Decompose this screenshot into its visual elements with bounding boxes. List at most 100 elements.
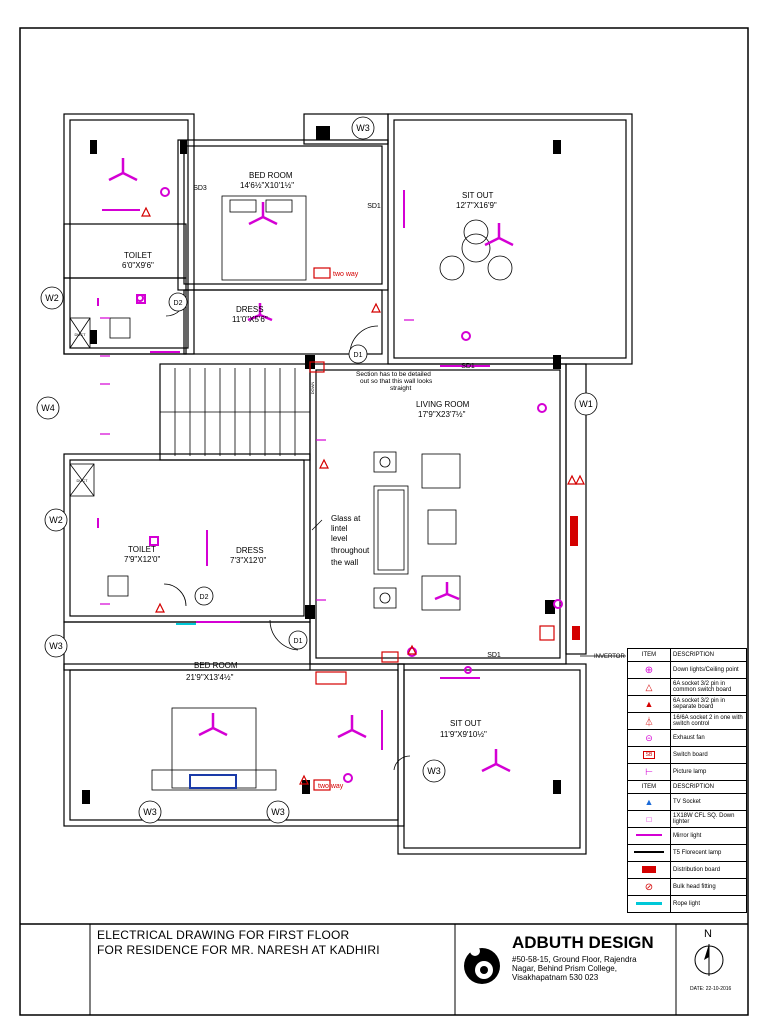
legend-header-desc: DESCRIPTION (670, 780, 747, 794)
legend-row: 1X18W CFL SQ. Down lighter (670, 810, 747, 828)
legend-row: 6A socket 3/2 pin in separate board (670, 695, 747, 713)
downlight-icon: ⊕ (627, 661, 671, 679)
window-tags (36, 116, 598, 824)
legend-row: Picture lamp (670, 763, 747, 781)
distribution-board-icon (627, 861, 671, 879)
door-tag: SD3 (193, 185, 207, 192)
legend-row: 16/6A socket 2 in one with switch contro… (670, 712, 747, 730)
room-label: LIVING ROOM (416, 400, 470, 409)
ceiling-fan-icon (108, 158, 514, 773)
socket-common-icon: △ (627, 678, 671, 696)
furniture (69, 195, 513, 791)
room-label: SIT OUT (450, 719, 482, 728)
door-tag: SD1 (461, 363, 475, 370)
note-text: lintel (331, 524, 348, 533)
legend-row: TV Socket (670, 793, 747, 811)
picture-lamp-icon: ⊢ (627, 763, 671, 781)
north-arrow-icon (694, 944, 724, 976)
room-label: TOILET (124, 251, 152, 260)
room-label: BED ROOM (249, 171, 293, 180)
doors (163, 295, 411, 771)
switch-note: two way (318, 783, 344, 790)
legend-row: Distribution board (670, 861, 747, 879)
legend-row: 6A socket 3/2 pin in common switch board (670, 678, 747, 696)
company-name: ADBUTH DESIGN (512, 933, 654, 952)
room-size: 7'3"X12'0" (230, 556, 266, 565)
title-line: FOR RESIDENCE FOR MR. NARESH AT KADHIRI (97, 943, 380, 957)
legend-row: Bulk head fitting (670, 878, 747, 896)
tv-socket-icon: ▲ (627, 793, 671, 811)
window-tag: W3 (143, 807, 157, 817)
room-label: DRESS (236, 305, 264, 314)
title-line: ELECTRICAL DRAWING FOR FIRST FLOOR (97, 928, 350, 942)
window-tag: W1 (579, 399, 593, 409)
window-tag: W3 (356, 123, 370, 133)
north-label: N (704, 928, 712, 940)
room-label: TOILET (128, 545, 156, 554)
legend-row: Exhaust fan (670, 729, 747, 747)
stair-direction: DOWN (310, 382, 315, 395)
door-tag: SD1 (487, 652, 501, 659)
legend-row: Rope light (670, 895, 747, 913)
door-tag: D2 (174, 300, 183, 307)
window-tag: W3 (427, 766, 441, 776)
legend-row: Switch board (670, 746, 747, 764)
legend-header-item: ITEM (627, 648, 671, 662)
duct-label: DUCT (76, 478, 88, 483)
window-tag: W2 (45, 293, 59, 303)
window-tag: W3 (49, 641, 63, 651)
walls (63, 113, 633, 855)
door-tag: D2 (200, 594, 209, 601)
window-tag: W3 (271, 807, 285, 817)
rope-light-icon (627, 895, 671, 913)
cfl-downlighter-icon: □ (627, 810, 671, 828)
invertor-label: INVERTOR (594, 654, 625, 660)
drawing-date: DATE: 22-10-2016 (690, 986, 732, 992)
drawing-title: ELECTRICAL DRAWING FOR FIRST FLOOR FOR R… (97, 928, 380, 958)
socket-icon (141, 206, 585, 791)
picture-lamp-icon (100, 317, 414, 605)
note-text: straight (390, 385, 412, 392)
light-fittings (97, 187, 563, 783)
mirror-light-icon (627, 827, 671, 845)
bulk-head-icon: ⊘ (627, 878, 671, 896)
room-size: 14'6½"X10'1½" (240, 181, 294, 190)
legend-header-desc: DESCRIPTION (670, 648, 747, 662)
room-size: 11'0"X5'6" (232, 315, 268, 324)
socket-separate-icon: ▲ (627, 695, 671, 713)
room-size: 6'0"X9'6" (122, 261, 154, 270)
exhaust-fan-icon: ⊝ (627, 729, 671, 747)
staircase (160, 368, 310, 456)
note-text: out so that this wall looks (360, 378, 433, 385)
switch-board-icon: SB (627, 746, 671, 764)
legend-header-item: ITEM (627, 780, 671, 794)
room-size: 17'9"X23'7½" (418, 410, 466, 419)
distribution-board-icon (572, 626, 580, 640)
note-text: Glass at (331, 514, 361, 523)
legend-row: Mirror light (670, 827, 747, 845)
legend-row: T5 Florecent lamp (670, 844, 747, 862)
room-label: DRESS (236, 546, 264, 555)
duct-label: DUCT (74, 332, 86, 337)
company-logo-icon (464, 946, 500, 984)
room-size: 12'7"X16'9" (456, 201, 497, 210)
door-tag: D1 (354, 352, 363, 359)
note-text: Section has to be detailed (356, 371, 431, 378)
socket-16a-icon: ⏃ (627, 712, 671, 730)
room-label: SIT OUT (462, 191, 494, 200)
switch-note: two way (333, 271, 359, 278)
legend-table: ITEM DESCRIPTION ⊕Down lights/Ceiling po… (627, 648, 747, 913)
window-tag: W4 (41, 403, 55, 413)
window-tag: W2 (49, 515, 63, 525)
room-size: 7'9"X12'0" (124, 555, 160, 564)
room-label: BED ROOM (194, 661, 238, 670)
note-text: level (331, 534, 348, 543)
t5-lamp-icon (627, 844, 671, 862)
sheet-border (19, 27, 749, 1016)
note-text: the wall (331, 558, 358, 567)
door-tag: SD1 (367, 203, 381, 210)
tv-unit-icon (570, 516, 578, 546)
room-size: 21'9"X13'4½" (186, 673, 234, 682)
company-address: #50-58-15, Ground Floor, Rajendra Nagar,… (512, 955, 637, 982)
